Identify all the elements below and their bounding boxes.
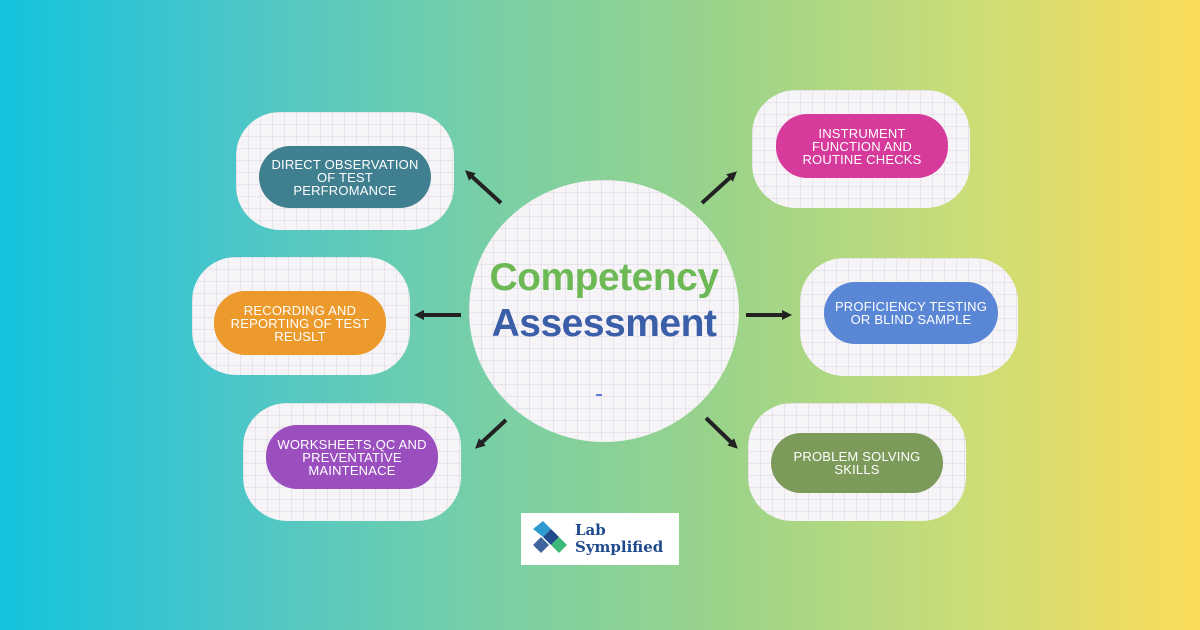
arrow-to-instrument-function [700, 171, 737, 205]
lab-symplified-logo: Lab Symplified [521, 513, 679, 565]
node-card-problem-solving: PROBLEM SOLVING SKILLS [748, 403, 966, 521]
logo-wordmark: Lab Symplified [575, 522, 663, 556]
node-instrument-function: INSTRUMENT FUNCTION AND ROUTINE CHECKS [776, 114, 948, 178]
node-card-recording-reporting: RECORDING AND REPORTING OF TEST REUSLT [192, 257, 410, 375]
logo-line2: Symplified [575, 538, 664, 556]
node-card-proficiency-testing: PROFICIENCY TESTING OR BLIND SAMPLE [800, 258, 1018, 376]
node-card-worksheets-qc: WORKSHEETS,QC AND PREVENTATIVE MAINTENAC… [243, 403, 461, 521]
node-problem-solving: PROBLEM SOLVING SKILLS [771, 433, 943, 493]
node-proficiency-testing: PROFICIENCY TESTING OR BLIND SAMPLE [824, 282, 998, 344]
center-title-line2: Assessment [491, 302, 717, 345]
lab-symplified-logo-icon [533, 521, 567, 553]
arrow-to-problem-solving [704, 416, 738, 449]
node-worksheets-qc: WORKSHEETS,QC AND PREVENTATIVE MAINTENAC… [266, 425, 438, 489]
node-direct-observation: DIRECT OBSERVATION OF TEST PERFROMANCE [259, 146, 431, 208]
logo-line1: Lab [575, 521, 606, 539]
center-title-line1: Competency [489, 256, 719, 299]
arrow-to-worksheets-qc [475, 418, 508, 449]
node-card-instrument-function: INSTRUMENT FUNCTION AND ROUTINE CHECKS [752, 90, 970, 208]
central-hub: Competency Assessment [469, 180, 739, 442]
arrow-to-direct-observation [465, 170, 503, 205]
node-card-direct-observation: DIRECT OBSERVATION OF TEST PERFROMANCE [236, 112, 454, 230]
center-dash-mark [596, 394, 602, 396]
node-recording-reporting: RECORDING AND REPORTING OF TEST REUSLT [214, 291, 386, 355]
